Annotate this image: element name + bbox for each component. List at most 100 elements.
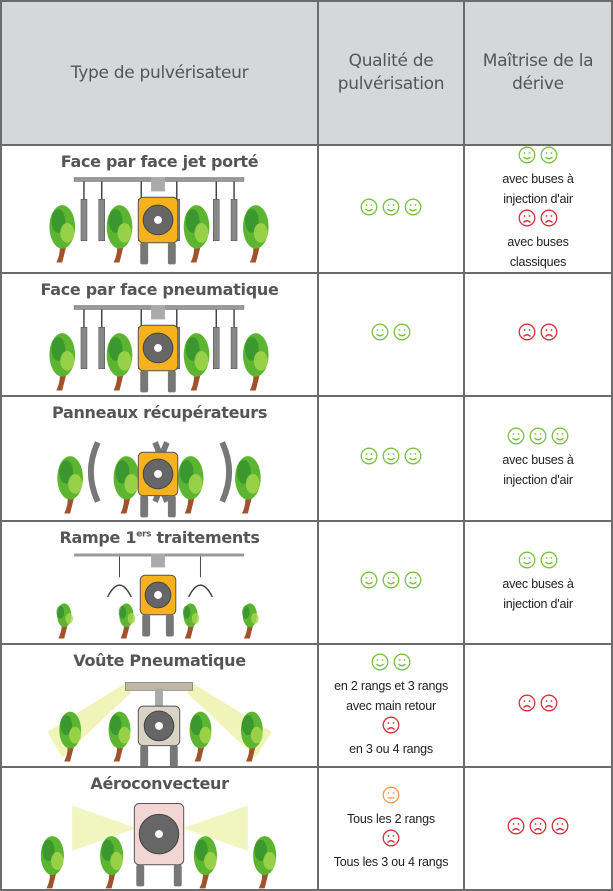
- drift-cell: [463, 643, 613, 768]
- vine-tree-icon: [106, 205, 133, 263]
- happy-smiley-icon: [360, 198, 378, 215]
- smiley-group: [518, 551, 558, 569]
- sad-smiley-icon: [518, 323, 536, 341]
- drift-cell: [463, 272, 613, 397]
- drift-note: avec buses classiques: [507, 235, 569, 269]
- drift-rating: avec buses classiques: [465, 209, 611, 272]
- sprayer-illustration: [49, 305, 269, 393]
- sprayer-machine: [137, 196, 179, 265]
- vine-tree-icon: [240, 711, 263, 762]
- header-row: Type de pulvérisateur Qualité de pulvéri…: [0, 0, 613, 146]
- sprayer-machine: [137, 451, 179, 518]
- vine-tree-icon: [59, 711, 82, 762]
- sad-smiley-icon: [518, 694, 536, 712]
- drift-rating: avec buses à injection d'air: [465, 427, 611, 490]
- type-cell: Face par face jet porté: [0, 144, 320, 274]
- sprayer-machine: [133, 802, 185, 887]
- type-name: Voûte Pneumatique: [73, 651, 246, 670]
- header-drift: Maîtrise de la dérive: [463, 0, 613, 146]
- sprayer-type-title: Face par face pneumatique: [2, 280, 317, 299]
- quality-note: en 2 rangs et 3 rangs avec main retour: [334, 678, 448, 713]
- sprayer-type-title: Face par face jet porté: [2, 152, 317, 171]
- smiley-group: [360, 198, 422, 216]
- quality-note: Tous les 2 rangs: [347, 811, 435, 826]
- quality-rating: en 2 rangs et 3 rangs avec main retour: [319, 653, 463, 716]
- drift-cell: [463, 766, 613, 891]
- sprayer-illustration: [47, 682, 272, 766]
- happy-smiley-icon: [382, 571, 400, 589]
- drift-rating: [465, 694, 611, 717]
- quality-rating: Tous les 3 ou 4 rangs: [319, 829, 463, 872]
- sprayer-illustration: [57, 441, 261, 518]
- table-row: Face par face jet porté avec buses à inje…: [0, 144, 613, 274]
- drift-cell: avec buses à injection d'air: [463, 520, 613, 645]
- sprayer-illustration: [56, 553, 259, 639]
- table-row: Panneaux récupérateurs avec buses à injec…: [0, 395, 613, 522]
- vine-tree-icon: [49, 205, 76, 263]
- sad-smiley-icon: [540, 694, 558, 712]
- smiley-group: [518, 323, 558, 341]
- vine-tree-icon: [242, 603, 259, 639]
- smiley-group: [360, 571, 422, 589]
- quality-note: en 3 ou 4 rangs: [349, 741, 433, 756]
- smiley-group: [360, 447, 422, 465]
- smiley-group: [518, 209, 558, 227]
- vine-tree-icon: [40, 836, 64, 889]
- happy-smiley-icon: [518, 551, 536, 569]
- quality-rating: [319, 198, 463, 221]
- smiley-group: [507, 817, 569, 835]
- sprayer-machine: [139, 574, 177, 637]
- happy-smiley-icon: [393, 323, 411, 341]
- quality-rating: Tous les 2 rangs: [319, 786, 463, 829]
- sprayer-type-title: Panneaux récupérateurs: [2, 403, 317, 422]
- drift-rating: [465, 323, 611, 346]
- happy-smiley-icon: [360, 571, 378, 589]
- vine-tree-icon: [189, 711, 212, 762]
- type-cell: Panneaux récupérateurs: [0, 395, 320, 522]
- vine-tree-icon: [57, 456, 84, 514]
- type-cell: Face par face pneumatique: [0, 272, 320, 397]
- type-superscript: ers: [136, 529, 152, 540]
- quality-cell: [317, 144, 466, 274]
- sad-smiley-icon: [382, 716, 400, 733]
- sad-smiley-icon: [540, 209, 558, 227]
- quality-cell: en 2 rangs et 3 rangs avec main retour en…: [317, 643, 466, 768]
- drift-note: avec buses à injection d'air: [502, 172, 574, 206]
- drift-note: avec buses à injection d'air: [502, 577, 574, 611]
- sprayer-type-title: Aéroconvecteur: [2, 774, 317, 793]
- happy-smiley-icon: [518, 146, 536, 164]
- type-cell: Voûte Pneumatique: [0, 643, 320, 768]
- sad-smiley-icon: [540, 323, 558, 341]
- smiley-group: [382, 786, 400, 804]
- neutral-smiley-icon: [382, 786, 400, 803]
- drift-rating: avec buses à injection d'air: [465, 146, 611, 209]
- vine-tree-icon: [193, 836, 217, 889]
- header-quality-label: Qualité de pulvérisation: [337, 51, 445, 94]
- drift-cell: avec buses à injection d'air avec buses c…: [463, 144, 613, 274]
- sprayer-type-title: Rampe 1ers traitements: [2, 528, 317, 547]
- smiley-group: [518, 146, 558, 164]
- vine-tree-icon: [183, 333, 210, 391]
- sad-smiley-icon: [529, 817, 547, 835]
- vine-tree-icon: [235, 456, 261, 514]
- happy-smiley-icon: [507, 427, 525, 445]
- vine-tree-icon: [242, 333, 269, 391]
- drift-note: avec buses à injection d'air: [502, 453, 574, 487]
- table-row: Rampe 1ers traitements avec buses à injec…: [0, 520, 613, 645]
- vine-tree-icon: [56, 603, 73, 639]
- happy-smiley-icon: [371, 653, 389, 670]
- sprayer-machine: [137, 324, 179, 393]
- quality-note: Tous les 3 ou 4 rangs: [333, 854, 449, 869]
- vine-tree-icon: [183, 205, 210, 263]
- table-row: Voûte Pneumatique en 2 rangs et 3 rangs a…: [0, 643, 613, 768]
- happy-smiley-icon: [382, 198, 400, 215]
- happy-smiley-icon: [404, 447, 422, 465]
- smiley-group: [382, 829, 400, 847]
- happy-smiley-icon: [404, 198, 422, 215]
- happy-smiley-icon: [404, 571, 422, 589]
- vine-tree-icon: [49, 333, 76, 391]
- header-type: Type de pulvérisateur: [0, 0, 320, 146]
- table-row: Face par face pneumatique: [0, 272, 613, 397]
